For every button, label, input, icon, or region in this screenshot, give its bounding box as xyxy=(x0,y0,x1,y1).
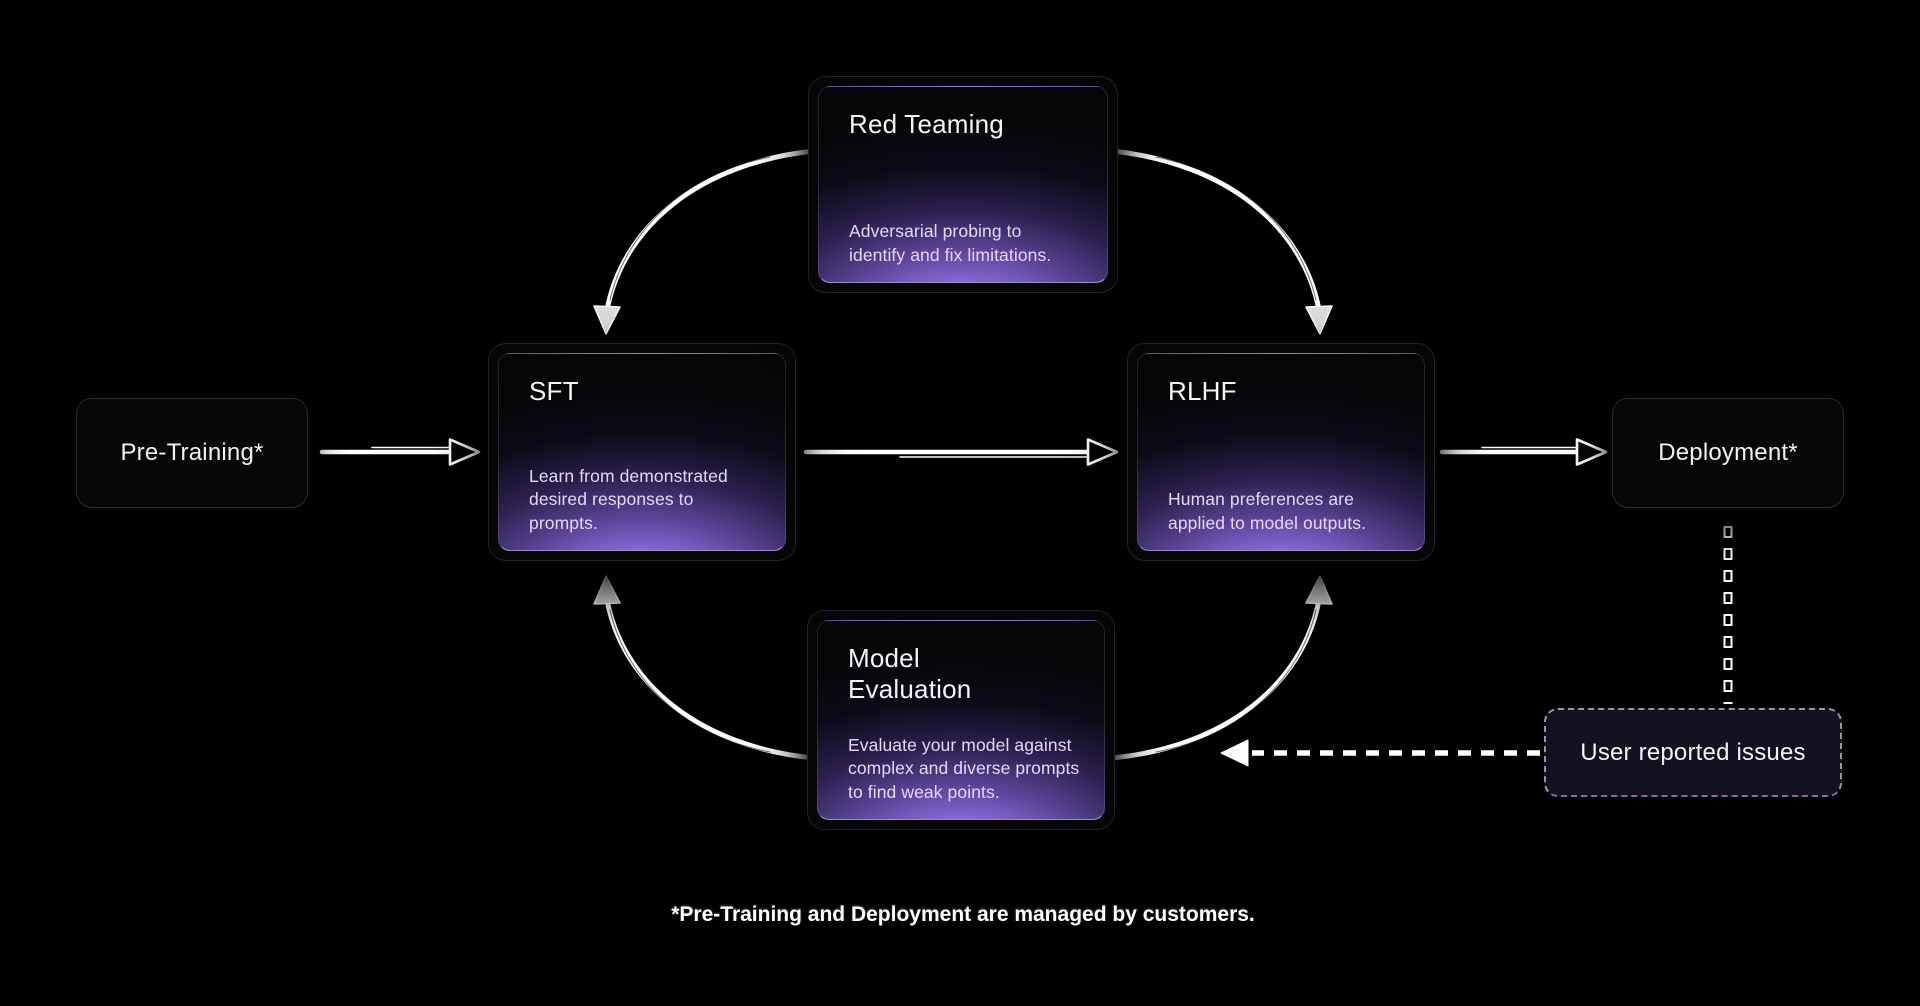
node-deployment: Deployment* xyxy=(1612,398,1844,508)
dashed-arrow-userissues-to-modelevaluation xyxy=(1220,739,1540,767)
arc-modelevaluation-to-sft xyxy=(593,575,817,761)
node-model-evaluation: Model Evaluation Evaluate your model aga… xyxy=(807,610,1115,830)
rlhf-title: RLHF xyxy=(1168,376,1237,406)
rlhf-description: Human preferences are applied to model o… xyxy=(1168,489,1367,533)
pre-training-label: Pre-Training* xyxy=(120,439,264,466)
arrow-pretraining-to-sft xyxy=(319,438,481,466)
arrow-rlhf-to-deployment xyxy=(1439,438,1608,466)
footnote: *Pre-Training and Deployment are managed… xyxy=(671,903,1255,926)
red-teaming-title: Red Teaming xyxy=(849,109,1004,139)
arc-modelevaluation-to-rlhf xyxy=(1109,575,1333,761)
arc-redteaming-to-sft xyxy=(593,148,817,335)
node-user-reported-issues: User reported issues xyxy=(1544,708,1842,797)
deployment-label: Deployment* xyxy=(1658,439,1798,466)
model-evaluation-card-surface: Model Evaluation Evaluate your model aga… xyxy=(817,620,1105,820)
sft-title: SFT xyxy=(529,376,579,406)
node-pre-training: Pre-Training* xyxy=(76,398,308,508)
arc-redteaming-to-rlhf xyxy=(1109,148,1333,335)
node-rlhf: RLHF Human preferences are applied to mo… xyxy=(1127,343,1435,561)
node-sft: SFT Learn from demonstrated desired resp… xyxy=(488,343,796,561)
arrow-sft-to-rlhf xyxy=(803,438,1119,466)
sft-card-surface: SFT Learn from demonstrated desired resp… xyxy=(498,353,786,551)
sft-description: Learn from demonstrated desired response… xyxy=(529,466,728,533)
rlhf-card-surface: RLHF Human preferences are applied to mo… xyxy=(1137,353,1425,551)
user-reported-issues-label: User reported issues xyxy=(1580,738,1806,766)
red-teaming-card-surface: Red Teaming Adversarial probing to ident… xyxy=(818,86,1108,283)
model-evaluation-description: Evaluate your model against complex and … xyxy=(848,735,1080,802)
node-red-teaming: Red Teaming Adversarial probing to ident… xyxy=(808,76,1118,293)
red-teaming-description: Adversarial probing to identify and fix … xyxy=(849,221,1052,265)
model-evaluation-title: Model Evaluation xyxy=(848,643,972,705)
